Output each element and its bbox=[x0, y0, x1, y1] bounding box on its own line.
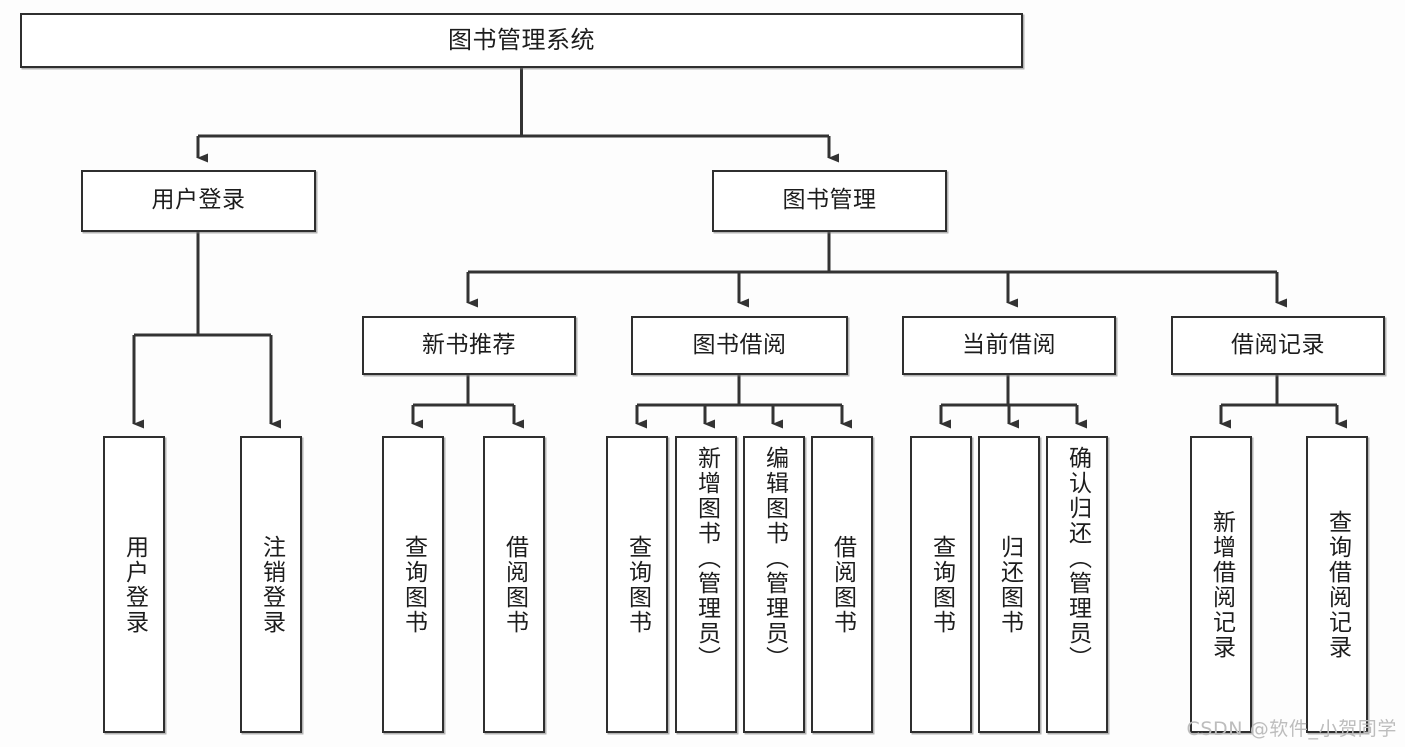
node-label: 用户登录 bbox=[151, 187, 246, 214]
node-leaf-query-book-2[interactable]: 查询图书 bbox=[606, 436, 668, 733]
node-leaf-edit-book[interactable]: 编辑图书（管理员） bbox=[743, 436, 805, 733]
node-leaf-add-book[interactable]: 新增图书（管理员） bbox=[675, 436, 737, 733]
node-label: 借阅图书 bbox=[501, 534, 528, 635]
node-book-management[interactable]: 图书管理 bbox=[712, 170, 947, 232]
node-label: 用户登录 bbox=[121, 534, 148, 635]
node-label: 图书管理系统 bbox=[448, 26, 595, 55]
node-current-borrow[interactable]: 当前借阅 bbox=[902, 316, 1116, 375]
node-new-book-recommend[interactable]: 新书推荐 bbox=[362, 316, 576, 375]
node-label: 归还图书 bbox=[996, 534, 1023, 635]
node-leaf-borrow-book-2[interactable]: 借阅图书 bbox=[811, 436, 873, 733]
node-leaf-logout[interactable]: 注销登录 bbox=[240, 436, 302, 733]
node-label: 确认归还（管理员） bbox=[1064, 446, 1091, 671]
node-leaf-query-record[interactable]: 查询借阅记录 bbox=[1306, 436, 1368, 733]
node-label: 当前借阅 bbox=[962, 331, 1056, 358]
node-label: 查询图书 bbox=[624, 534, 651, 635]
node-leaf-add-record[interactable]: 新增借阅记录 bbox=[1190, 436, 1252, 733]
node-label: 查询借阅记录 bbox=[1324, 509, 1351, 660]
node-borrow-record[interactable]: 借阅记录 bbox=[1171, 316, 1385, 375]
node-user-login[interactable]: 用户登录 bbox=[81, 170, 316, 232]
node-label: 新增图书（管理员） bbox=[693, 446, 720, 671]
node-label: 借阅图书 bbox=[829, 534, 856, 635]
node-label: 查询图书 bbox=[928, 534, 955, 635]
node-label: 借阅记录 bbox=[1231, 331, 1325, 358]
node-label: 新增借阅记录 bbox=[1208, 509, 1235, 660]
node-label: 新书推荐 bbox=[422, 331, 516, 358]
node-leaf-user-login[interactable]: 用户登录 bbox=[103, 436, 165, 733]
node-label: 图书借阅 bbox=[692, 331, 787, 358]
node-label: 图书管理 bbox=[782, 187, 877, 214]
node-label: 编辑图书（管理员） bbox=[761, 446, 788, 671]
node-label: 注销登录 bbox=[258, 534, 285, 635]
node-root-book-management-system[interactable]: 图书管理系统 bbox=[20, 13, 1023, 68]
node-leaf-query-book-3[interactable]: 查询图书 bbox=[910, 436, 972, 733]
node-leaf-return-book[interactable]: 归还图书 bbox=[978, 436, 1040, 733]
node-leaf-confirm-return[interactable]: 确认归还（管理员） bbox=[1046, 436, 1108, 733]
node-label: 查询图书 bbox=[400, 534, 427, 635]
node-leaf-borrow-book-1[interactable]: 借阅图书 bbox=[483, 436, 545, 733]
node-leaf-query-book-1[interactable]: 查询图书 bbox=[382, 436, 444, 733]
node-book-borrow[interactable]: 图书借阅 bbox=[631, 316, 848, 375]
csdn-watermark: CSDN @软件_小贺同学 bbox=[1186, 718, 1397, 740]
